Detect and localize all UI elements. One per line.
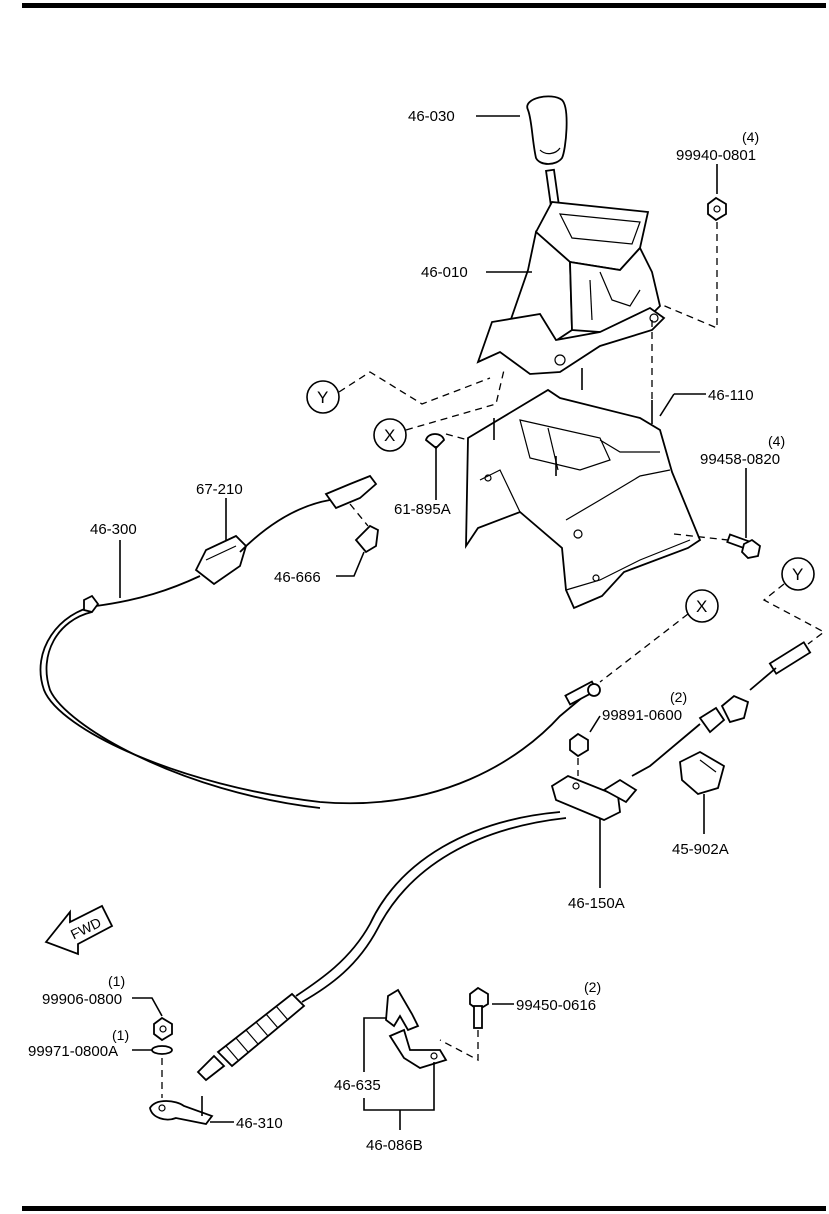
cable-lower xyxy=(295,811,561,997)
leader-bracket-2 xyxy=(659,393,675,417)
label-lever-low: 46-310 xyxy=(236,1115,283,1132)
nut-low xyxy=(153,1016,173,1042)
dash-ref-x-top xyxy=(405,369,505,431)
label-washer: 99971-0800A xyxy=(28,1043,118,1060)
svg-text:X: X xyxy=(696,597,707,616)
dash-ref-y-top xyxy=(338,371,491,405)
label-bolt-right: 99458-0820 xyxy=(700,451,780,468)
dash-nut-top xyxy=(659,222,718,329)
label-bolt-low: 99450-0616 xyxy=(516,997,596,1014)
label-cable-bracket: 46-150A xyxy=(568,895,625,912)
qty-nut-low: (1) xyxy=(108,973,125,989)
dash-clip-screw xyxy=(445,433,469,441)
svg-text:X: X xyxy=(384,426,395,445)
label-shifter: 46-010 xyxy=(421,264,468,281)
cable-upper-2 xyxy=(45,611,321,809)
label-bracket: 46-110 xyxy=(708,387,754,404)
cable-lower-2 xyxy=(301,817,567,1003)
cable-boot xyxy=(196,992,306,1082)
shift-knob xyxy=(526,95,568,165)
ref-x-top: X xyxy=(373,418,407,452)
label-connector: 45-902A xyxy=(672,841,729,858)
leader-bracket-low xyxy=(363,1062,435,1111)
nut-mid xyxy=(569,732,589,758)
leader-clip-666 xyxy=(336,551,365,577)
dash-bolt-right xyxy=(673,533,729,541)
bracket-low xyxy=(388,1028,448,1069)
leader-clip-low xyxy=(363,1017,386,1072)
dash-ref-y-right xyxy=(762,583,826,645)
label-nut-low: 99906-0800 xyxy=(42,991,122,1008)
qty-bolt-right: (4) xyxy=(768,433,785,449)
top-border xyxy=(22,3,826,8)
fwd-arrow-icon: FWD xyxy=(44,904,114,956)
label-bracket-low: 46-086B xyxy=(366,1137,423,1154)
nut-top xyxy=(707,196,727,222)
clip-low xyxy=(385,988,420,1032)
cable-fitting xyxy=(83,594,100,614)
qty-bolt-low: (2) xyxy=(584,979,601,995)
dash-ref-x-right xyxy=(599,613,689,683)
ref-y-top: Y xyxy=(306,380,340,414)
leader-nut-mid xyxy=(589,715,601,733)
ref-x-right: X xyxy=(685,589,719,623)
qty-nut-top: (4) xyxy=(742,129,759,145)
cable-upper xyxy=(39,605,585,805)
label-clip-666: 46-666 xyxy=(274,569,321,586)
clip-screw xyxy=(424,433,445,500)
connector-902a xyxy=(679,750,726,796)
label-cable-upper: 46-300 xyxy=(90,521,137,538)
label-nut-mid: 99891-0600 xyxy=(602,707,682,724)
cable-lower-right xyxy=(631,641,812,777)
shifter-assembly xyxy=(476,168,666,375)
clip-666 xyxy=(354,524,379,554)
lever-low xyxy=(149,1096,214,1125)
bottom-border xyxy=(22,1206,826,1211)
dash-clip-666 xyxy=(349,503,369,527)
label-knob: 46-030 xyxy=(408,108,455,125)
cable-upper-end xyxy=(564,680,601,706)
label-nut-top: 99940-0801 xyxy=(676,147,756,164)
cable-bracket xyxy=(550,774,638,821)
bolt-right xyxy=(726,533,761,559)
shifter-bracket xyxy=(465,368,702,610)
svg-text:Y: Y xyxy=(792,565,803,584)
switch-assembly xyxy=(95,474,378,607)
bolt-low xyxy=(469,986,489,1029)
washer-low xyxy=(151,1045,173,1055)
ref-y-right: Y xyxy=(781,557,815,591)
dash-bolt-low xyxy=(439,1030,479,1062)
label-clip-low: 46-635 xyxy=(334,1077,381,1094)
leader-nut-low xyxy=(132,997,163,1017)
label-clip-screw: 61-895A xyxy=(394,501,451,518)
qty-nut-mid: (2) xyxy=(670,689,687,705)
svg-text:Y: Y xyxy=(317,388,328,407)
label-switch: 67-210 xyxy=(196,481,243,498)
qty-washer: (1) xyxy=(112,1027,129,1043)
